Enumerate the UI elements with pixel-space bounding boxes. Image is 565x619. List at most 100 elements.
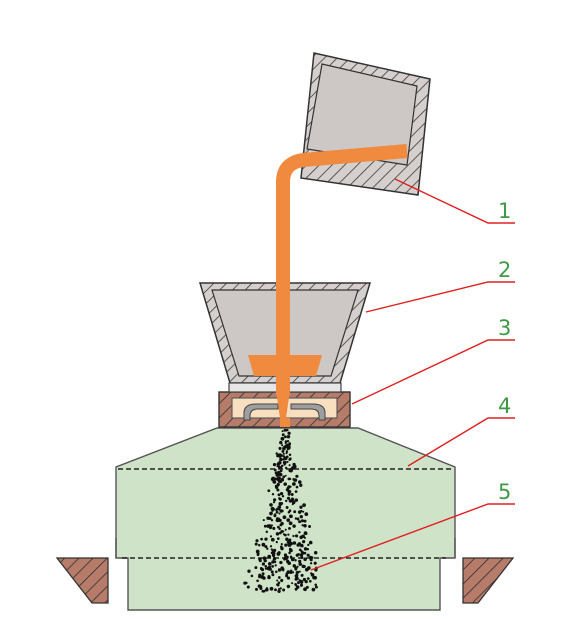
powder-particle <box>311 556 314 559</box>
powder-particle <box>312 575 316 580</box>
powder-particle <box>256 579 259 583</box>
powder-particle <box>278 454 282 458</box>
powder-particle <box>283 463 286 466</box>
callout-5-label: 5 <box>498 480 511 504</box>
powder-particle <box>282 530 285 533</box>
powder-particle <box>287 446 290 449</box>
powder-particle <box>296 517 300 521</box>
powder-particle <box>295 474 299 478</box>
powder-particle <box>302 564 306 569</box>
powder-particle <box>275 570 278 574</box>
powder-particle <box>298 520 302 524</box>
powder-particle <box>264 564 268 568</box>
powder-particle <box>313 561 317 565</box>
powder-particle <box>288 464 291 467</box>
powder-particle <box>274 588 277 592</box>
powder-particle <box>293 510 297 514</box>
powder-particle <box>304 567 309 572</box>
powder-particle <box>276 488 280 492</box>
powder-particle <box>302 503 306 507</box>
powder-particle <box>291 500 296 505</box>
callout-2-pointer <box>365 281 515 313</box>
powder-particle <box>277 576 281 579</box>
powder-particle <box>288 521 293 526</box>
powder-particle <box>278 512 281 515</box>
powder-particle <box>264 537 268 541</box>
powder-particle <box>280 578 284 583</box>
nozzle-right-channel <box>290 403 326 421</box>
powder-particle <box>294 568 298 571</box>
powder-particle <box>314 583 317 586</box>
powder-particle <box>270 524 273 527</box>
powder-particle <box>278 472 283 477</box>
powder-particle <box>294 517 298 520</box>
powder-particle <box>307 543 310 547</box>
powder-particle <box>303 547 308 551</box>
powder-particle <box>298 559 302 564</box>
powder-particle <box>287 543 292 547</box>
powder-particle <box>286 576 290 580</box>
powder-particle <box>279 587 282 590</box>
powder-particle <box>282 515 287 520</box>
powder-particle <box>281 494 285 498</box>
powder-particle <box>301 534 305 538</box>
powder-particle <box>295 534 298 537</box>
powder-particle <box>278 460 281 463</box>
powder-particle <box>281 444 284 447</box>
powder-particle <box>289 555 293 559</box>
powder-particle <box>280 436 285 441</box>
powder-particle <box>261 542 266 547</box>
powder-particle <box>299 515 303 519</box>
powder-particle <box>286 435 291 439</box>
powder-particle <box>287 492 291 496</box>
powder-particle <box>301 544 304 548</box>
powder-particle <box>300 573 304 577</box>
powder-particle <box>245 581 248 585</box>
powder-particle <box>266 566 270 571</box>
powder-particle <box>256 553 260 557</box>
powder-particle <box>281 449 285 453</box>
powder-particle <box>274 484 278 488</box>
powder-particle <box>275 510 279 514</box>
crucible <box>300 52 431 196</box>
powder-particle <box>279 457 283 462</box>
powder-particle <box>285 452 288 455</box>
callout-4-label: 4 <box>498 394 511 418</box>
powder-particle <box>300 509 303 513</box>
floor-supports <box>55 557 515 604</box>
metal-powder-cloud <box>243 428 318 593</box>
powder-particle <box>291 582 294 585</box>
powder-particle <box>276 482 280 487</box>
powder-particle <box>298 562 302 566</box>
powder-particle <box>286 518 291 522</box>
powder-particle <box>300 519 304 523</box>
powder-particle <box>277 493 281 497</box>
powder-particle <box>278 527 281 531</box>
powder-particle <box>314 585 318 589</box>
powder-particle <box>270 506 275 511</box>
powder-particle <box>282 446 286 451</box>
powder-particle <box>272 479 277 484</box>
powder-particle <box>271 573 275 577</box>
powder-particle <box>268 524 272 528</box>
powder-particle <box>306 577 310 580</box>
powder-particle <box>288 538 292 542</box>
powder-particle <box>279 523 283 527</box>
powder-particle <box>288 547 292 551</box>
powder-particle <box>282 452 285 455</box>
powder-particle <box>276 552 281 556</box>
powder-particle <box>281 464 284 467</box>
callout-3-pointer <box>351 339 515 405</box>
powder-particle <box>264 545 268 549</box>
powder-particle <box>298 570 301 573</box>
powder-particle <box>269 586 274 591</box>
powder-particle <box>277 581 281 585</box>
powder-particle <box>298 531 301 534</box>
powder-particle <box>269 503 273 507</box>
powder-particle <box>274 513 277 516</box>
powder-particle <box>284 528 287 531</box>
powder-particle <box>267 562 272 566</box>
powder-particle <box>278 531 282 535</box>
powder-particle <box>273 498 277 502</box>
powder-particle <box>299 583 304 587</box>
